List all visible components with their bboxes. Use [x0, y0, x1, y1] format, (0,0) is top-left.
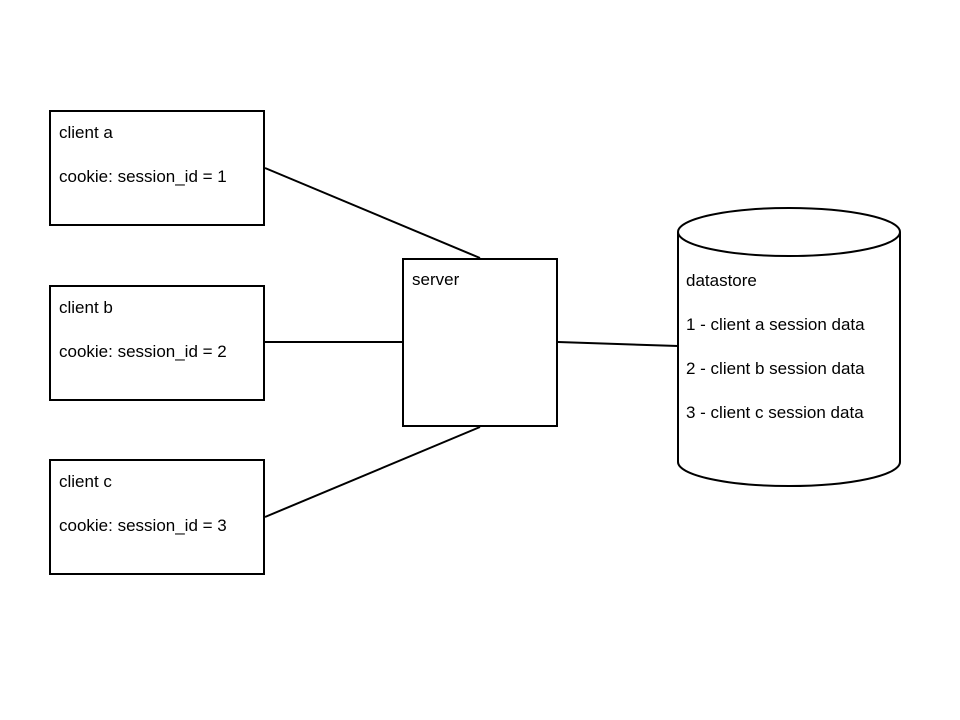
server-node: server: [402, 258, 558, 427]
client-a-label: client a: [59, 123, 113, 142]
datastore-cylinder: [677, 207, 901, 487]
connector-client-a-server: [264, 167, 481, 259]
connector-server-datastore: [557, 341, 679, 347]
client-b-label: client b: [59, 298, 113, 317]
client-a-cookie: cookie: session_id = 1: [59, 167, 227, 186]
client-a-node: client a cookie: session_id = 1: [49, 110, 265, 226]
connector-client-c-server: [264, 426, 481, 518]
datastore-row: 3 - client c session data: [686, 403, 864, 422]
datastore-row: 1 - client a session data: [686, 315, 865, 334]
datastore-body: [677, 232, 901, 487]
datastore-top: [677, 207, 901, 257]
datastore-label: datastore: [686, 271, 757, 290]
client-c-node: client c cookie: session_id = 3: [49, 459, 265, 575]
datastore-row: 2 - client b session data: [686, 359, 865, 378]
client-b-node: client b cookie: session_id = 2: [49, 285, 265, 401]
client-c-label: client c: [59, 472, 112, 491]
server-label: server: [412, 270, 460, 289]
client-c-cookie: cookie: session_id = 3: [59, 516, 227, 535]
client-b-cookie: cookie: session_id = 2: [59, 342, 227, 361]
